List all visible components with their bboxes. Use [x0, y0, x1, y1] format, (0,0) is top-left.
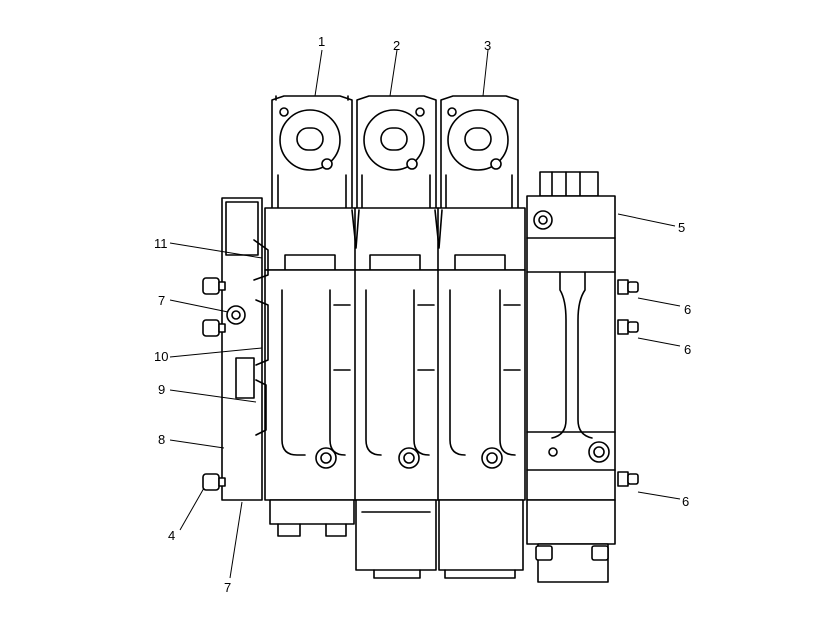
- callout-7b: 7: [224, 580, 231, 595]
- solenoid-head-1: [271, 95, 353, 211]
- callout-1: 1: [318, 34, 325, 49]
- callout-11: 11: [154, 236, 168, 251]
- left-end-plate: [202, 197, 269, 501]
- solenoid-head-3: [440, 95, 519, 211]
- callout-3: 3: [484, 38, 491, 53]
- callout-6c: 6: [682, 494, 689, 509]
- bottom-solenoids: [269, 499, 616, 583]
- callout-10: 10: [154, 349, 168, 364]
- main-valve-body: [264, 269, 526, 501]
- callout-9: 9: [158, 382, 165, 397]
- leader-lines: [169, 49, 681, 579]
- callout-8: 8: [158, 432, 165, 447]
- upper-body-band: [264, 207, 526, 271]
- callout-6b: 6: [684, 342, 691, 357]
- callout-6a: 6: [684, 302, 691, 317]
- callout-2: 2: [393, 38, 400, 53]
- solenoid-head-2: [356, 95, 437, 211]
- right-end-section: [526, 171, 639, 501]
- callout-5: 5: [678, 220, 685, 235]
- callout-7a: 7: [158, 293, 165, 308]
- callout-4: 4: [168, 528, 175, 543]
- callout-labels: 1 2 3 5 6 6 6 11 7 10 9 8 4 7: [154, 34, 691, 595]
